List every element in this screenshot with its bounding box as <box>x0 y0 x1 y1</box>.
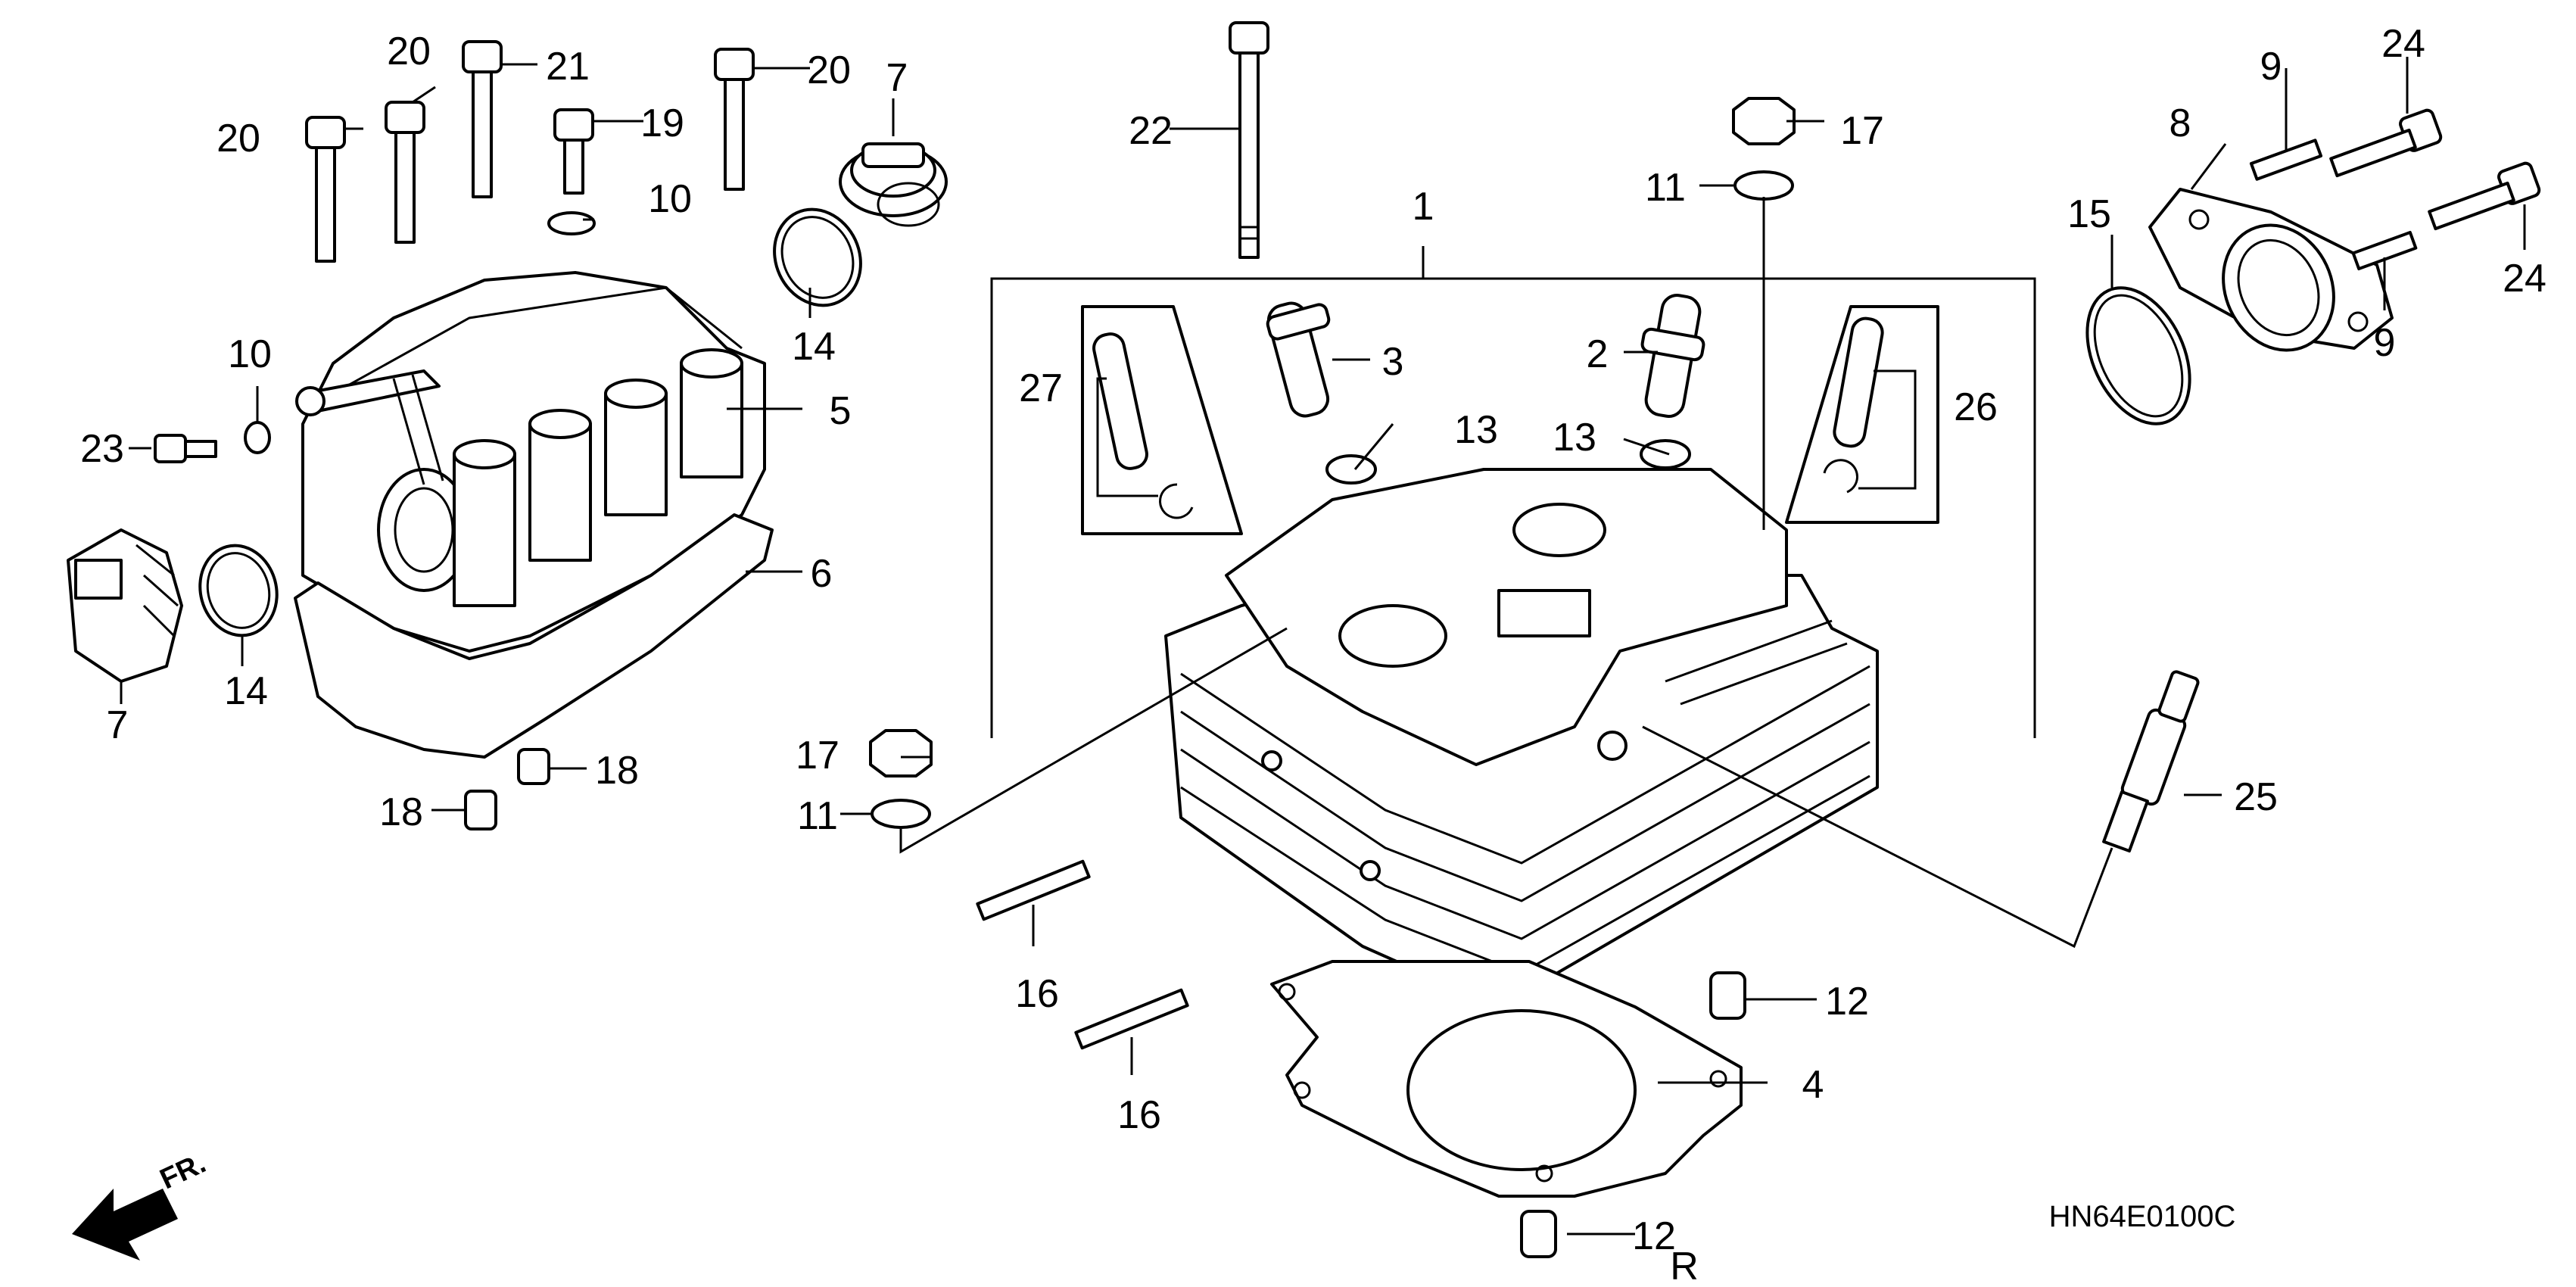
callout-1: 1 <box>1413 185 1434 229</box>
dowel-12-upper <box>1709 971 1746 1020</box>
bolt-20-mid <box>385 101 425 244</box>
callout-20-left: 20 <box>216 117 260 160</box>
bolt-23 <box>154 434 217 463</box>
callout-7-left: 7 <box>107 703 129 747</box>
callout-7-top: 7 <box>886 56 908 100</box>
dowel-18-left <box>464 790 497 830</box>
callout-18-right: 18 <box>595 749 639 793</box>
nut-17-left <box>869 729 933 777</box>
filler-cap-top <box>839 142 948 227</box>
callout-11-top: 11 <box>1645 166 1686 210</box>
o-ring-15 <box>2085 286 2191 425</box>
o-ring-13-right <box>1640 439 1691 469</box>
stud-16-lower <box>1074 988 1189 1050</box>
front-arrow-icon <box>72 1189 178 1261</box>
valve-guide-set-26 <box>1785 305 1939 524</box>
callout-12-upper: 12 <box>1825 980 1869 1024</box>
bolt-24-top <box>2329 108 2443 178</box>
o-ring-13-left <box>1325 454 1377 485</box>
front-label: FR. <box>155 1147 210 1195</box>
callout-6: 6 <box>811 552 833 596</box>
callout-27: 27 <box>1019 366 1063 410</box>
intake-insulator <box>2148 188 2394 352</box>
callout-3: 3 <box>1382 340 1404 384</box>
callout-9-top: 9 <box>2260 45 2282 89</box>
valve-seal-3 <box>1266 301 1331 418</box>
cover-gasket <box>294 513 774 759</box>
callout-5: 5 <box>830 389 852 433</box>
callout-26: 26 <box>1954 385 1998 429</box>
valve-guide-set-27 <box>1081 305 1243 535</box>
cylinder-head-cover <box>295 271 766 653</box>
bolt-20-left <box>305 116 346 263</box>
callout-18-left: 18 <box>379 790 423 834</box>
callout-24-right: 24 <box>2503 257 2546 301</box>
spark-plug <box>2102 670 2200 853</box>
stud-9-right <box>2351 230 2418 271</box>
callout-19: 19 <box>640 101 684 145</box>
dowel-12-lower <box>1520 1210 1557 1258</box>
washer-11-top <box>1733 170 1794 201</box>
o-ring-14-left <box>198 544 279 637</box>
callout-16-upper: 16 <box>1015 972 1059 1016</box>
callout-10-left: 10 <box>228 332 272 376</box>
o-ring-14-top-inner <box>780 216 855 299</box>
callout-25: 25 <box>2234 775 2278 819</box>
callout-2: 2 <box>1587 332 1609 376</box>
callout-12-lower: 12 <box>1632 1214 1676 1258</box>
callout-9-right: 9 <box>2374 321 2396 365</box>
callout-14-top: 14 <box>792 325 836 369</box>
callout-r-suffix: R <box>1670 1245 1699 1287</box>
bolt-19 <box>553 108 594 195</box>
callout-4: 4 <box>1802 1063 1824 1107</box>
valve-seal-2 <box>1640 294 1705 418</box>
callout-23: 23 <box>80 427 124 471</box>
o-ring-15-inner <box>2093 294 2184 418</box>
cylinder-head <box>1164 468 1879 1008</box>
cylinder-head-group-bracket <box>990 246 2036 738</box>
dowel-18-right <box>517 748 550 785</box>
bolt-24-right <box>2428 161 2541 231</box>
front-direction-arrow: FR. <box>72 1147 210 1261</box>
bolt-21 <box>462 40 503 198</box>
callout-24-top: 24 <box>2381 22 2425 66</box>
callout-21: 21 <box>546 45 590 89</box>
callout-10-top: 10 <box>648 177 692 221</box>
callout-13-left: 13 <box>1454 408 1498 452</box>
nut-17-top <box>1732 97 1796 145</box>
callout-16-lower: 16 <box>1117 1093 1161 1137</box>
callout-17-top: 17 <box>1840 109 1884 153</box>
o-ring-14-top <box>773 207 862 307</box>
o-ring-14-left-inner <box>206 552 271 629</box>
bolt-20-right <box>714 48 755 191</box>
washer-10-top <box>547 211 596 235</box>
callout-15: 15 <box>2067 192 2111 236</box>
diagram-code: HN64E0100C <box>2049 1200 2236 1233</box>
callout-14-left: 14 <box>224 669 268 713</box>
callout-17-left: 17 <box>796 734 839 777</box>
callout-11-left: 11 <box>797 794 838 838</box>
callout-22: 22 <box>1129 109 1173 153</box>
callout-labels: 1 2 3 4 5 6 7 7 8 9 9 10 10 11 11 12 12 … <box>80 22 2546 1287</box>
washer-11-left <box>871 799 931 829</box>
bolt-22 <box>1229 21 1269 259</box>
callout-8: 8 <box>2170 101 2191 145</box>
callout-20-right: 20 <box>807 48 851 92</box>
stud-9-top <box>2249 139 2323 181</box>
stud-16-upper <box>976 859 1091 921</box>
filler-cap-left <box>67 528 183 683</box>
washer-10-left <box>244 421 271 454</box>
callout-20-mid: 20 <box>387 30 431 73</box>
leader-lines <box>120 57 2526 1236</box>
callout-13-right: 13 <box>1553 416 1596 460</box>
head-gasket <box>1270 960 1743 1198</box>
